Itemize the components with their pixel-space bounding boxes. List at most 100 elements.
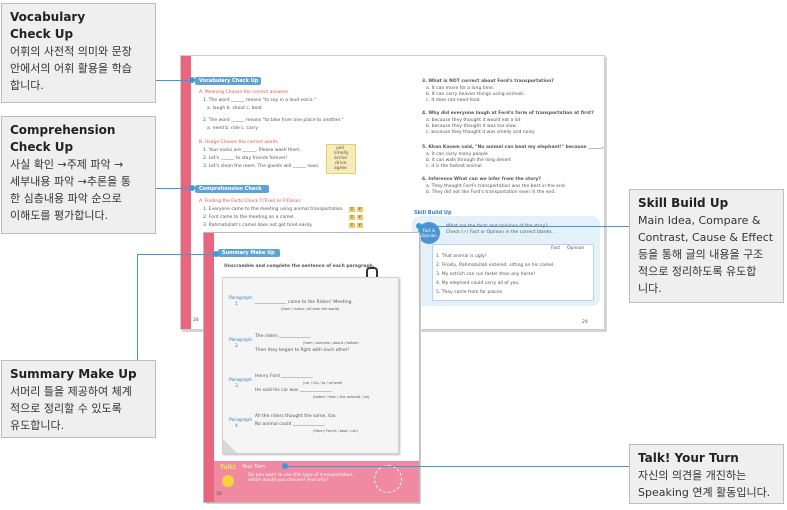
skill-table: Fact Opinion 1. That animal is ugly! 2. … xyxy=(432,244,594,301)
right-page: 3. What is NOT correct about Ford's tran… xyxy=(392,55,605,330)
vocab-callout-body: 어휘의 사전적 의미와 문장 xyxy=(10,45,132,58)
tf-false: F xyxy=(357,215,363,220)
tf-true: T xyxy=(349,223,355,228)
summary-page-illustration: Summary Make Up Unscramble and complete … xyxy=(203,232,421,504)
b-q2: 2. Let's ______ to stay friends forever! xyxy=(203,156,288,161)
skill-callout-body: 적으로 정리하도록 유도합 xyxy=(638,265,757,278)
comp-callout: Comprehension Check Up 사실 확인 →주제 파악 → 세부… xyxy=(1,116,156,234)
s-p1: ______________ came to the Riders' Meeti… xyxy=(255,300,353,305)
word-box-item: drive xyxy=(335,161,347,166)
tf-true: T xyxy=(349,215,355,220)
talk-callout-title: Talk! Your Turn xyxy=(638,451,739,465)
s-p3-hint1: (car / his / to / arrived) xyxy=(303,381,343,385)
page-number-right: 29 xyxy=(582,320,588,325)
a-q2: 2. The word ______ means "to take from o… xyxy=(203,118,344,123)
a-q2-opts: a. need b. ride c. carry xyxy=(207,126,259,131)
comp-callout-title2: Check Up xyxy=(10,140,74,154)
skill-row: 2. Finally, Rahmatullah entered, sitting… xyxy=(436,263,555,268)
s-p3a: Henry Ford ______________ xyxy=(255,374,313,379)
a-label: A. Meaning Choose the correct answers. xyxy=(199,90,290,95)
skill-callout-body: 니다. xyxy=(638,282,662,295)
comp-callout-title: Comprehension xyxy=(10,123,116,137)
r-q3-opt: b. It can carry heavier things using ani… xyxy=(426,92,526,97)
r-q5: 5. Khan Kasem said, "No animal can beat … xyxy=(422,145,604,150)
tf-false: F xyxy=(357,207,363,212)
talk-callout: Talk! Your Turn 자신의 의견을 개진하는 Speaking 연계… xyxy=(629,444,784,504)
word-box: yell smelly arrive drive agree xyxy=(326,144,356,174)
comp-connector-dot xyxy=(189,185,195,191)
talk-badge: Talk! xyxy=(220,464,237,471)
comp-callout-body: 한 심층내용 파악 순으로 xyxy=(10,192,122,205)
c-q3: 3. Rahmatullah's camel does not get tire… xyxy=(203,223,313,228)
vocab-callout-title2: Check Up xyxy=(10,27,74,41)
s-p1-hint: (from / riders / all over the world) xyxy=(281,307,340,311)
vocab-connector-dot xyxy=(189,77,195,83)
para-num: 3 xyxy=(235,384,238,389)
summary-callout-body: 유도합니다. xyxy=(10,419,65,432)
col-fact: Fact xyxy=(551,246,561,251)
skill-callout-body: Contrast, Cause & Effect xyxy=(638,231,774,244)
comp-connector xyxy=(156,188,192,189)
pacman-icon xyxy=(222,475,234,487)
s-p3b: He said his car was ______________ xyxy=(255,388,332,393)
para-label: Paragraph xyxy=(229,378,253,383)
r-q5-opt: a. it can carry many people xyxy=(426,152,488,157)
talk-question: Do you want to use this type of transpor… xyxy=(248,473,354,483)
b-label: B. Usage Choose the correct words. xyxy=(199,140,280,145)
skill-panel: Skill Build Up Fact & Opinion What are t… xyxy=(412,210,600,306)
word-box-item: agree xyxy=(334,166,347,171)
comp-header: Comprehension Check Up xyxy=(195,185,269,200)
summary-card: Paragraph 1 ______________ came to the R… xyxy=(222,277,399,454)
r-q4-opt: b. because they thought it was too slow xyxy=(426,124,516,129)
r-q5-opt: c. it is the fastest animal xyxy=(426,164,482,169)
skill-instruction: Check (✓) Fact or Opinion in the correct… xyxy=(446,230,554,235)
c-q1: 1. Everyone came to the meeting using an… xyxy=(203,207,344,212)
summary-connector-dot xyxy=(213,251,219,257)
para-num: 2 xyxy=(235,344,238,349)
s-p4-hint: (Henry Ford's / beat / car) xyxy=(313,429,358,433)
talk-connector xyxy=(285,466,629,467)
para-label: Paragraph xyxy=(229,338,253,343)
skill-circle: Fact & Opinion xyxy=(418,222,440,244)
summary-header: Summary Make Up xyxy=(218,249,280,257)
page-curl xyxy=(223,439,237,453)
r-q4-opt: c. because they thought it was smelly an… xyxy=(426,130,535,135)
word-box-item: arrive xyxy=(334,156,348,161)
vocab-callout-body: 합니다. xyxy=(10,79,44,92)
summary-callout: Summary Make Up 서머리 틀을 제공하여 체계 적으로 정리할 수… xyxy=(1,360,156,438)
summary-page: Summary Make Up Unscramble and complete … xyxy=(203,232,420,503)
skill-callout-title: Skill Build Up xyxy=(638,196,729,210)
b-q1: 1. Your socks are ______. Please wash th… xyxy=(203,148,302,153)
skill-callout-body: Main Idea, Compare & xyxy=(638,214,761,227)
vocab-callout: Vocabulary Check Up 어휘의 사전적 의미와 문장 안에서의 … xyxy=(1,3,156,103)
skill-connector-dot xyxy=(416,223,422,229)
r-q4-opt: a. because they thought it would eat a l… xyxy=(426,118,521,123)
comp-callout-body: 이해도를 평가합니다. xyxy=(10,209,109,222)
s-p4b: No animal could ______________ xyxy=(255,422,325,427)
r-q6: 6. Inference What can we infer from the … xyxy=(422,177,541,182)
word-box-item: yell xyxy=(336,146,344,151)
s-p3-hint2: (better / than / the animals / all) xyxy=(313,395,370,399)
a-q1-opts: a. laugh b. shout c. beat xyxy=(207,106,262,111)
talk-strip: Talk! Your Turn Do you want to use this … xyxy=(214,461,419,502)
talk-callout-body: 자신의 의견을 개진하는 xyxy=(638,469,747,482)
r-q3-opt: a. It can move for a long time. xyxy=(426,86,495,91)
r-q3: 3. What is NOT correct about Ford's tran… xyxy=(422,79,554,84)
c-label: A. Finding the Facts Check T(True) or F(… xyxy=(199,199,302,204)
skill-callout-body: 등을 통해 글의 내용을 구조 xyxy=(638,248,764,261)
r-q6-opt: a. They thought Ford's transportation wa… xyxy=(426,184,567,189)
summary-connector-h1 xyxy=(137,254,215,255)
s-p2b: Then they began to fight with each other… xyxy=(255,348,350,353)
r-q6-opt: b. They did not like Ford's transportati… xyxy=(426,190,556,195)
summary-instruction: Unscramble and complete the sentence of … xyxy=(224,264,375,269)
page-number-left: 28 xyxy=(193,318,199,323)
para-label: Paragraph xyxy=(229,418,253,423)
talk-connector-dot xyxy=(282,463,288,469)
s-p4a: All the riders thought the same, too. xyxy=(255,414,337,419)
vocab-connector xyxy=(156,80,192,81)
skill-row: 5. They come from far places. xyxy=(436,290,504,295)
vocab-callout-title: Vocabulary xyxy=(10,10,86,24)
vocab-callout-body: 안에서의 어휘 활용을 학습 xyxy=(10,62,132,75)
page-number-bottom: 30 xyxy=(216,492,222,497)
r-q4: 4. Why did everyone laugh at Ford's form… xyxy=(422,111,594,116)
